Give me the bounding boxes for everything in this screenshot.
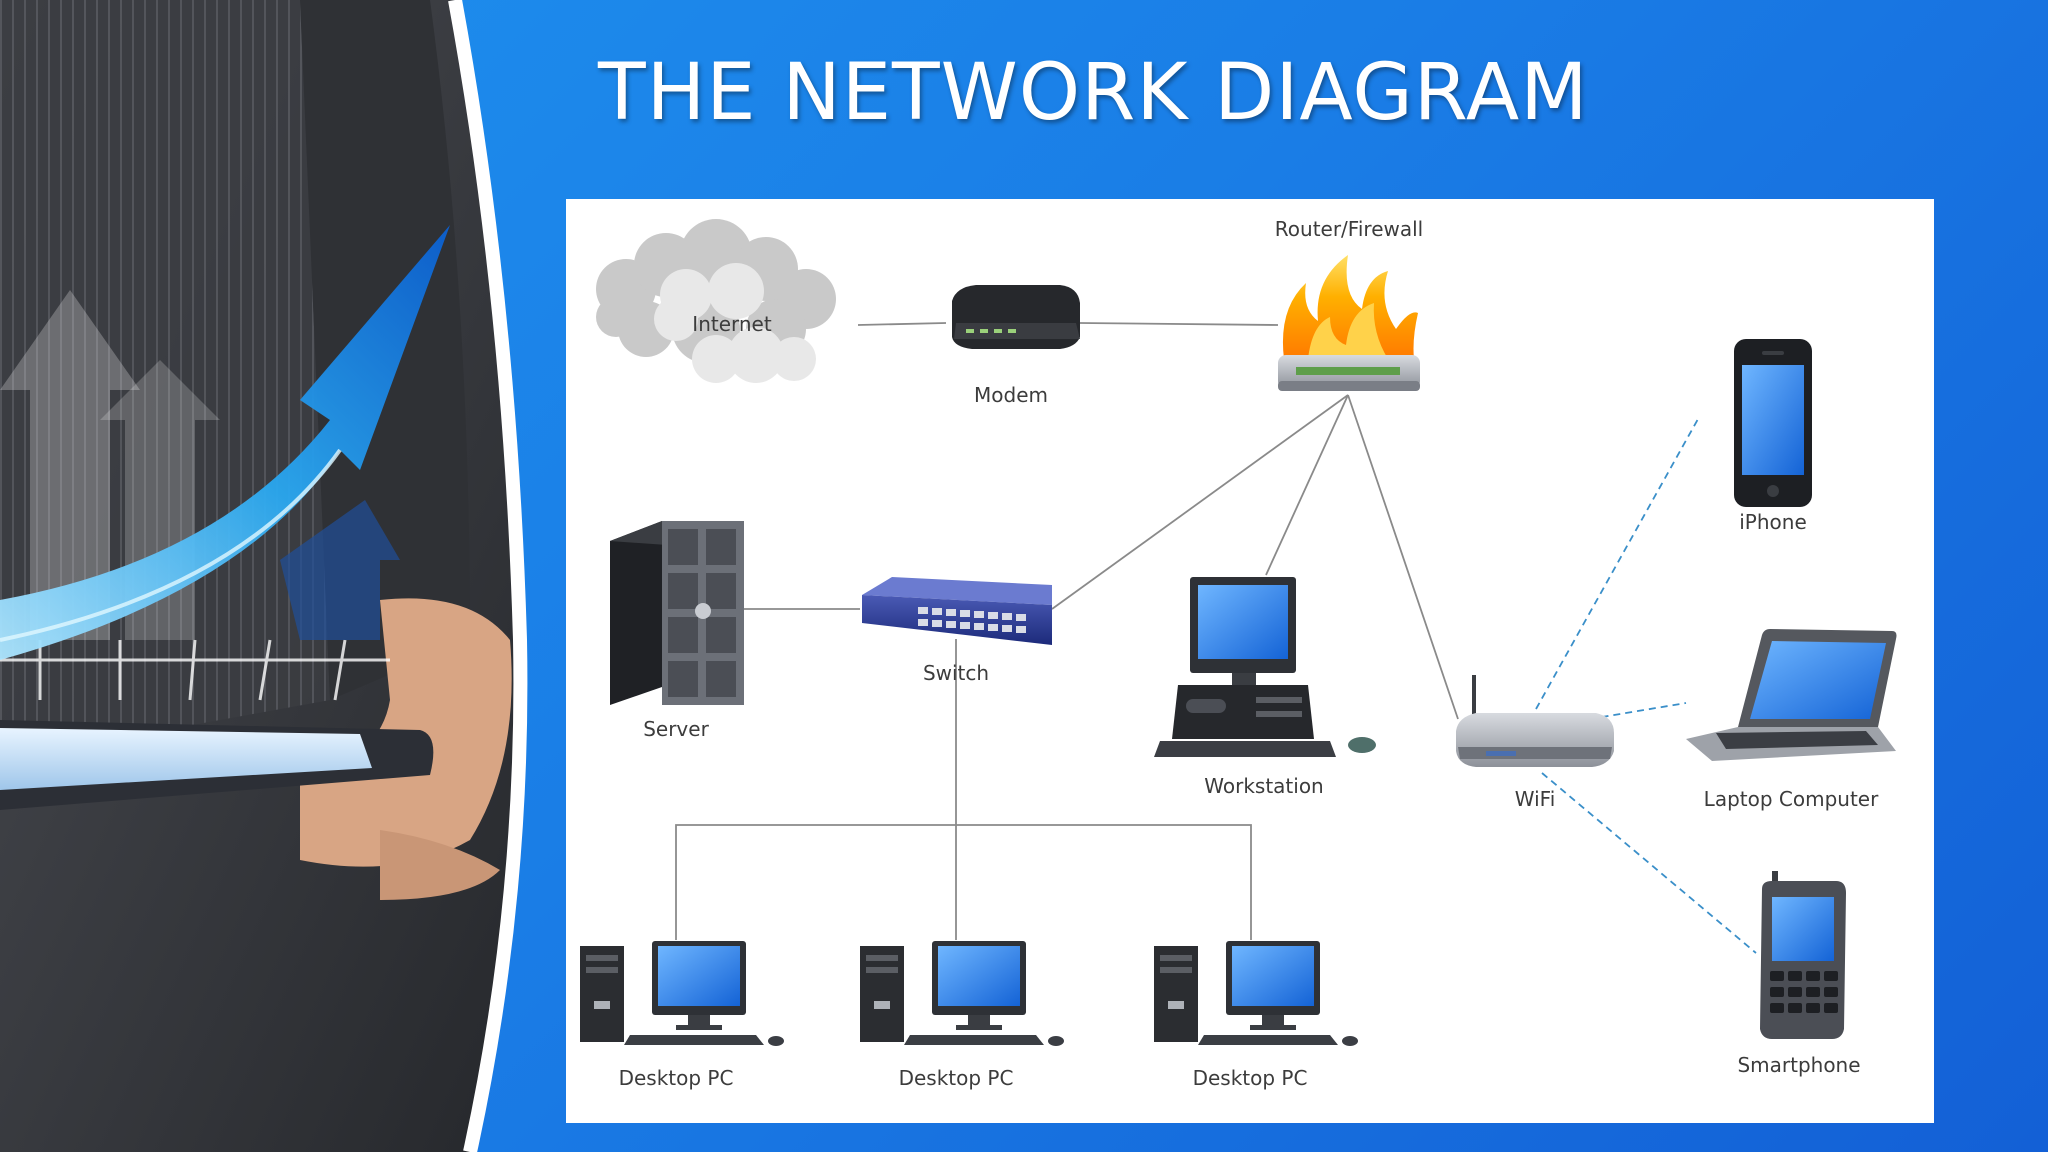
- wired-links: [675, 322, 1459, 940]
- smartphone-label: Smartphone: [1737, 1053, 1861, 1077]
- wifi-label: WiFi: [1514, 787, 1556, 811]
- diagram-canvas: [580, 219, 1897, 1046]
- modem-label: Modem: [974, 383, 1048, 407]
- switch-label: Switch: [922, 661, 990, 685]
- router-firewall-label: Router/Firewall: [1274, 217, 1424, 241]
- desktop-pc-1-label: Desktop PC: [618, 1066, 734, 1090]
- network-diagram: Internet Modem Router/Firewall Server Sw…: [566, 199, 1934, 1123]
- wireless-links: [1535, 418, 1757, 954]
- internet-label: Internet: [692, 312, 772, 336]
- internet-cloud-icon: [596, 219, 836, 383]
- switch-icon: [862, 577, 1052, 645]
- server-icon: [610, 521, 744, 705]
- router-firewall-icon: [1278, 255, 1420, 391]
- server-label: Server: [643, 717, 709, 741]
- desktop-pc-3-label: Desktop PC: [1192, 1066, 1308, 1090]
- desktop-pc-2-label: Desktop PC: [898, 1066, 1014, 1090]
- business-photo-panel: [0, 0, 528, 1152]
- iphone-icon: [1734, 339, 1812, 507]
- laptop-icon: [1686, 629, 1897, 761]
- iphone-label: iPhone: [1739, 510, 1807, 534]
- workstation-icon: [1154, 577, 1376, 757]
- desktop-pc-3-icon: [1154, 941, 1358, 1046]
- smartphone-icon: [1760, 871, 1846, 1039]
- desktop-pc-2-icon: [860, 941, 1064, 1046]
- slide-title: THE NETWORK DIAGRAM: [598, 48, 1589, 138]
- modem-icon: [952, 285, 1080, 349]
- laptop-label: Laptop Computer: [1703, 787, 1879, 811]
- workstation-label: Workstation: [1204, 774, 1324, 798]
- wifi-access-point-icon: [1456, 675, 1614, 767]
- desktop-pc-1-icon: [580, 941, 784, 1046]
